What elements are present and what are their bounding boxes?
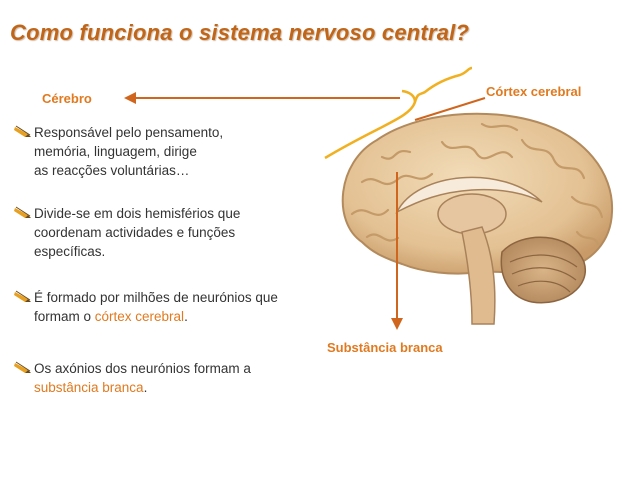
label-cortex-cerebral: Córtex cerebral xyxy=(486,84,582,99)
pencil-icon xyxy=(14,361,31,373)
highlight-substancia: substância branca xyxy=(34,380,144,395)
pencil-icon xyxy=(14,125,31,137)
bullet-4: Os axónios dos neurónios formam a substâ… xyxy=(14,359,251,397)
pencil-icon xyxy=(14,206,31,218)
brain-illustration xyxy=(322,102,622,328)
bullet-3: É formado por milhões de neurónios que f… xyxy=(14,288,278,326)
highlight-cortex: córtex cerebral xyxy=(94,309,185,324)
label-cerebro: Cérebro xyxy=(42,91,92,106)
bullet-1: Responsável pelo pensamento, memória, li… xyxy=(14,123,223,180)
page-title: Como funciona o sistema nervoso central? xyxy=(10,20,470,45)
label-substancia-branca: Substância branca xyxy=(327,340,443,355)
pencil-icon xyxy=(14,290,31,302)
bullet-2: Divide-se em dois hemisférios que coorde… xyxy=(14,204,240,261)
